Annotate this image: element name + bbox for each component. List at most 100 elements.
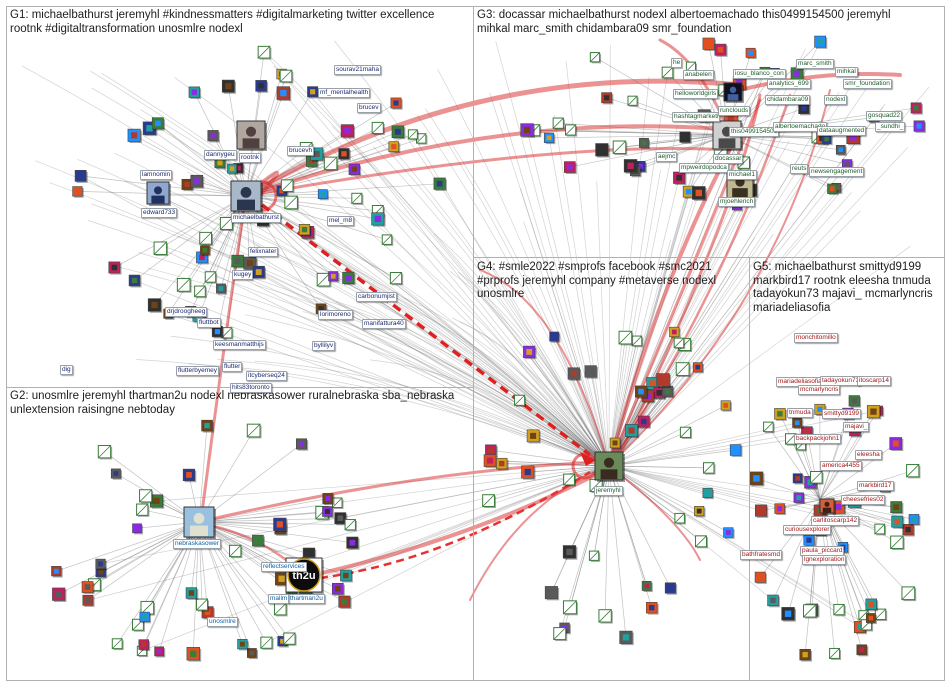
node-label-mallm[interactable]: mallm bbox=[268, 594, 290, 604]
node-label-sundhi[interactable]: _sundhi_ bbox=[875, 122, 906, 132]
node-g1-56[interactable] bbox=[200, 245, 211, 257]
node-g3-11[interactable] bbox=[601, 92, 614, 105]
node-g3-29[interactable] bbox=[552, 117, 565, 130]
node-g2-48[interactable] bbox=[322, 493, 335, 506]
node-g1-19[interactable] bbox=[199, 231, 214, 246]
node-g2-39[interactable] bbox=[185, 587, 199, 600]
node-g4-34[interactable] bbox=[635, 385, 649, 399]
node-g3-7[interactable] bbox=[639, 137, 651, 149]
node-g1-3[interactable] bbox=[255, 80, 269, 93]
node-g5-3[interactable] bbox=[874, 523, 887, 536]
node-label-this0499154500[interactable]: this0499154500 bbox=[729, 127, 780, 137]
node-g5-44[interactable] bbox=[889, 437, 904, 452]
node-label-mihkal[interactable]: mihkal bbox=[835, 67, 858, 77]
node-g1-28[interactable] bbox=[381, 234, 394, 246]
node-g1-15[interactable] bbox=[338, 148, 351, 161]
node-g2-13[interactable] bbox=[338, 595, 352, 609]
node-label-markbird17[interactable]: markbird17 bbox=[857, 481, 894, 491]
node-g2-17[interactable] bbox=[296, 438, 309, 451]
node-g2-52[interactable] bbox=[322, 506, 334, 518]
node-g3-27[interactable] bbox=[814, 35, 828, 49]
node-label-dig[interactable]: dig bbox=[60, 365, 73, 375]
node-g1-38[interactable] bbox=[153, 241, 169, 256]
node-g1-46[interactable] bbox=[216, 283, 228, 295]
node-g5-40[interactable] bbox=[906, 464, 921, 479]
node-g4-37[interactable] bbox=[673, 337, 686, 350]
node-g4-22[interactable] bbox=[702, 487, 714, 500]
node-label-tnmuda[interactable]: tnmuda bbox=[787, 408, 813, 418]
node-label-brucev[interactable]: brucev bbox=[357, 103, 381, 113]
node-g5-37[interactable] bbox=[865, 598, 879, 612]
node-g1-53[interactable] bbox=[227, 163, 239, 175]
node-g1-18[interactable] bbox=[407, 129, 419, 141]
node-label-michael1[interactable]: michael1 bbox=[727, 170, 758, 180]
node-g3-19[interactable] bbox=[520, 123, 535, 138]
node-label-dannygeu[interactable]: dannygeu bbox=[204, 150, 237, 160]
node-g1-37[interactable] bbox=[221, 79, 236, 94]
node-g5-42[interactable] bbox=[856, 644, 869, 657]
node-g2-23[interactable] bbox=[111, 638, 124, 651]
node-g1-16[interactable] bbox=[433, 177, 447, 191]
node-g3-22[interactable] bbox=[679, 131, 692, 144]
node-g2-36[interactable] bbox=[273, 517, 288, 533]
node-label-mpweirdopodca[interactable]: mpweirdopodca bbox=[679, 163, 729, 173]
node-label-chidambara09[interactable]: chidambara09 bbox=[765, 95, 811, 105]
node-g5-12[interactable] bbox=[902, 524, 915, 537]
node-g2-18[interactable] bbox=[51, 566, 63, 578]
node-g4-27[interactable] bbox=[618, 330, 634, 346]
node-g1-43[interactable] bbox=[207, 130, 220, 143]
node-g4-17[interactable] bbox=[692, 362, 704, 374]
node-g4-28[interactable] bbox=[584, 365, 598, 379]
node-g1-65[interactable] bbox=[371, 121, 385, 136]
node-label-eleesha[interactable]: eleesha bbox=[855, 450, 882, 460]
node-g4-41[interactable] bbox=[553, 627, 568, 642]
node-g4-10[interactable] bbox=[482, 494, 496, 508]
node-label-felixnater[interactable]: felixnater bbox=[248, 247, 279, 257]
node-g2-6[interactable] bbox=[331, 582, 345, 596]
node-label-lorimoreno[interactable]: lorimoreno bbox=[318, 310, 353, 320]
node-g5-20[interactable] bbox=[901, 586, 917, 602]
node-g4-21[interactable] bbox=[521, 465, 536, 480]
node-g2-47[interactable] bbox=[186, 647, 202, 662]
node-g5-16[interactable] bbox=[829, 647, 842, 660]
node-label-curiousexplorer[interactable]: curiousexplorer bbox=[783, 525, 832, 535]
node-label-anabelen[interactable]: anabelen bbox=[683, 70, 714, 80]
node-label-marc-smith[interactable]: marc_smith bbox=[796, 59, 834, 69]
node-g4-36[interactable] bbox=[496, 457, 509, 471]
node-g5-49[interactable] bbox=[866, 405, 882, 420]
node-g1-57[interactable] bbox=[257, 45, 272, 60]
node-g4-39[interactable] bbox=[588, 550, 601, 562]
node-g4-46[interactable] bbox=[656, 373, 671, 388]
node-label-newsengagement[interactable]: newsengagement bbox=[809, 167, 865, 177]
node-label-helloworldgirls[interactable]: helloworldgirls bbox=[673, 89, 719, 99]
node-label-flutter[interactable]: flutter bbox=[222, 362, 243, 372]
node-g1-11[interactable] bbox=[323, 156, 339, 172]
avatar-carlitoscarp142[interactable] bbox=[819, 498, 836, 515]
node-g4-31[interactable] bbox=[669, 326, 681, 339]
node-label-runclouds[interactable]: runclouds bbox=[718, 106, 751, 116]
node-g3-41[interactable] bbox=[543, 132, 556, 145]
hub-label-michaelbathurst[interactable]: michaelbathurst bbox=[231, 213, 281, 223]
node-g4-26[interactable] bbox=[549, 331, 561, 343]
node-g1-63[interactable] bbox=[147, 298, 163, 313]
node-g1-61[interactable] bbox=[371, 212, 386, 227]
node-label-brucevh[interactable]: brucevh bbox=[287, 146, 315, 156]
node-g4-29[interactable] bbox=[544, 586, 560, 601]
node-g5-18[interactable] bbox=[891, 515, 905, 529]
node-g1-27[interactable] bbox=[342, 271, 356, 286]
node-label-smittyd9199[interactable]: smittyd9199 bbox=[822, 409, 862, 419]
node-g5-30[interactable] bbox=[793, 492, 806, 505]
avatar-jeremyhl[interactable] bbox=[594, 451, 625, 482]
node-g5-27[interactable] bbox=[890, 501, 904, 515]
node-label-reuts[interactable]: reuts bbox=[790, 164, 809, 174]
node-label-iosu-blanco-con[interactable]: iosu_blanco_con bbox=[733, 69, 786, 79]
node-g2-44[interactable] bbox=[154, 646, 166, 658]
avatar-rootnk[interactable] bbox=[236, 120, 267, 151]
node-g1-20[interactable] bbox=[188, 86, 202, 100]
node-g4-24[interactable] bbox=[646, 602, 659, 615]
node-g1-68[interactable] bbox=[204, 271, 218, 284]
node-label-lamnomin[interactable]: lamnomin bbox=[140, 170, 173, 180]
node-g1-25[interactable] bbox=[128, 274, 142, 288]
node-g5-24[interactable] bbox=[803, 604, 818, 619]
node-g3-38[interactable] bbox=[595, 143, 610, 158]
